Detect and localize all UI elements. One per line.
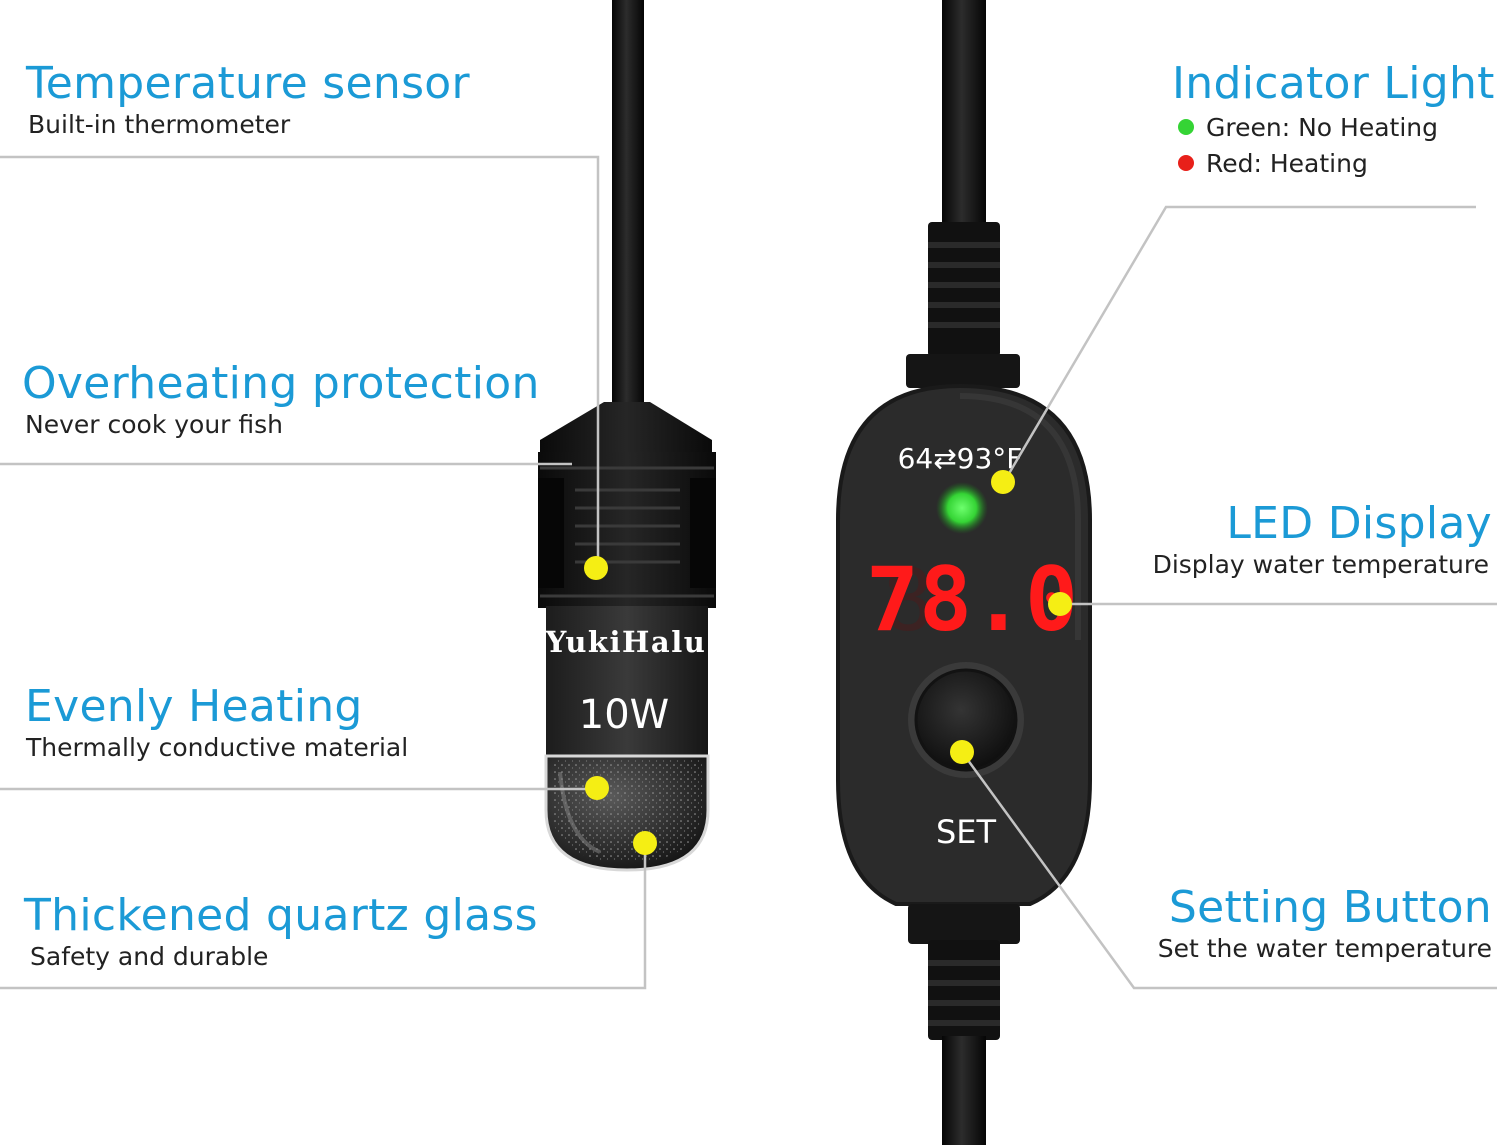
set-button[interactable]	[914, 668, 1018, 772]
marker-setting-button	[950, 740, 974, 764]
feature-subtitle: Safety and durable	[30, 942, 269, 971]
feature-subtitle: Thermally conductive material	[26, 733, 409, 762]
feature-led-display: LED Display Display water temperature	[1153, 498, 1492, 580]
wattage-label: 10W	[579, 692, 669, 738]
controller-collar-bottom	[908, 904, 1020, 944]
marker-led-display	[1048, 592, 1072, 616]
indicator-legend-green: Green: No Heating	[1178, 110, 1495, 146]
heater-cable	[612, 0, 644, 410]
marker-evenly-heating	[585, 776, 609, 800]
indicator-legend-label: Red: Heating	[1206, 149, 1368, 178]
feature-thickened-quartz-glass: Thickened quartz glass Safety and durabl…	[24, 890, 538, 972]
feature-title: LED Display	[1226, 498, 1492, 549]
temperature-range-label: 64⇄93°F	[898, 442, 1023, 475]
feature-subtitle: Never cook your fish	[25, 410, 284, 439]
set-button-label: SET	[936, 813, 997, 851]
indicator-light-green	[936, 482, 988, 534]
controller-cable-top	[942, 0, 986, 232]
heater-grip	[538, 452, 716, 608]
feature-title: Thickened quartz glass	[24, 890, 538, 941]
red-dot-icon	[1178, 155, 1194, 171]
feature-subtitle: Display water temperature	[1152, 550, 1489, 579]
strain-relief-top-ribs	[928, 242, 1000, 328]
led-temperature-reading: 78.0	[866, 548, 1078, 651]
feature-overheating-protection: Overheating protection Never cook your f…	[22, 358, 540, 440]
indicator-legend-red: Red: Heating	[1178, 146, 1495, 182]
feature-title: Setting Button	[1168, 882, 1492, 933]
green-dot-icon	[1178, 119, 1194, 135]
heater-grip-shade-left	[538, 478, 564, 588]
feature-title: Indicator Light	[1172, 58, 1495, 109]
feature-title: Overheating protection	[22, 358, 540, 409]
callout-markers	[584, 470, 1072, 855]
heater-body	[546, 606, 708, 758]
feature-subtitle: Set the water temperature	[1157, 934, 1492, 963]
controller-cable-bottom	[942, 1036, 986, 1145]
feature-evenly-heating: Evenly Heating Thermally conductive mate…	[25, 681, 408, 763]
feature-subtitle: Built-in thermometer	[28, 110, 291, 139]
feature-title: Evenly Heating	[25, 681, 363, 732]
heater-unit: YukiHalu 10W	[538, 0, 716, 872]
heater-grip-shade-right	[690, 478, 716, 588]
brand-label: YukiHalu	[545, 625, 707, 659]
feature-title: Temperature sensor	[26, 58, 470, 109]
controller-collar-top	[906, 354, 1020, 388]
feature-setting-button: Setting Button Set the water temperature	[1158, 882, 1492, 964]
marker-quartz-glass	[633, 831, 657, 855]
feature-indicator-light: Indicator Light Green: No Heating Red: H…	[1172, 58, 1495, 182]
led-ghost-digit: 8	[882, 551, 934, 651]
leader-lines	[0, 155, 1497, 990]
marker-indicator-light	[991, 470, 1015, 494]
heater-cap-top	[540, 402, 712, 452]
marker-temperature-sensor	[584, 556, 608, 580]
indicator-legend-label: Green: No Heating	[1206, 113, 1438, 142]
feature-temperature-sensor: Temperature sensor Built-in thermometer	[26, 58, 470, 140]
controller-unit: 64⇄93°F 8 78.0 SET	[836, 0, 1092, 1145]
